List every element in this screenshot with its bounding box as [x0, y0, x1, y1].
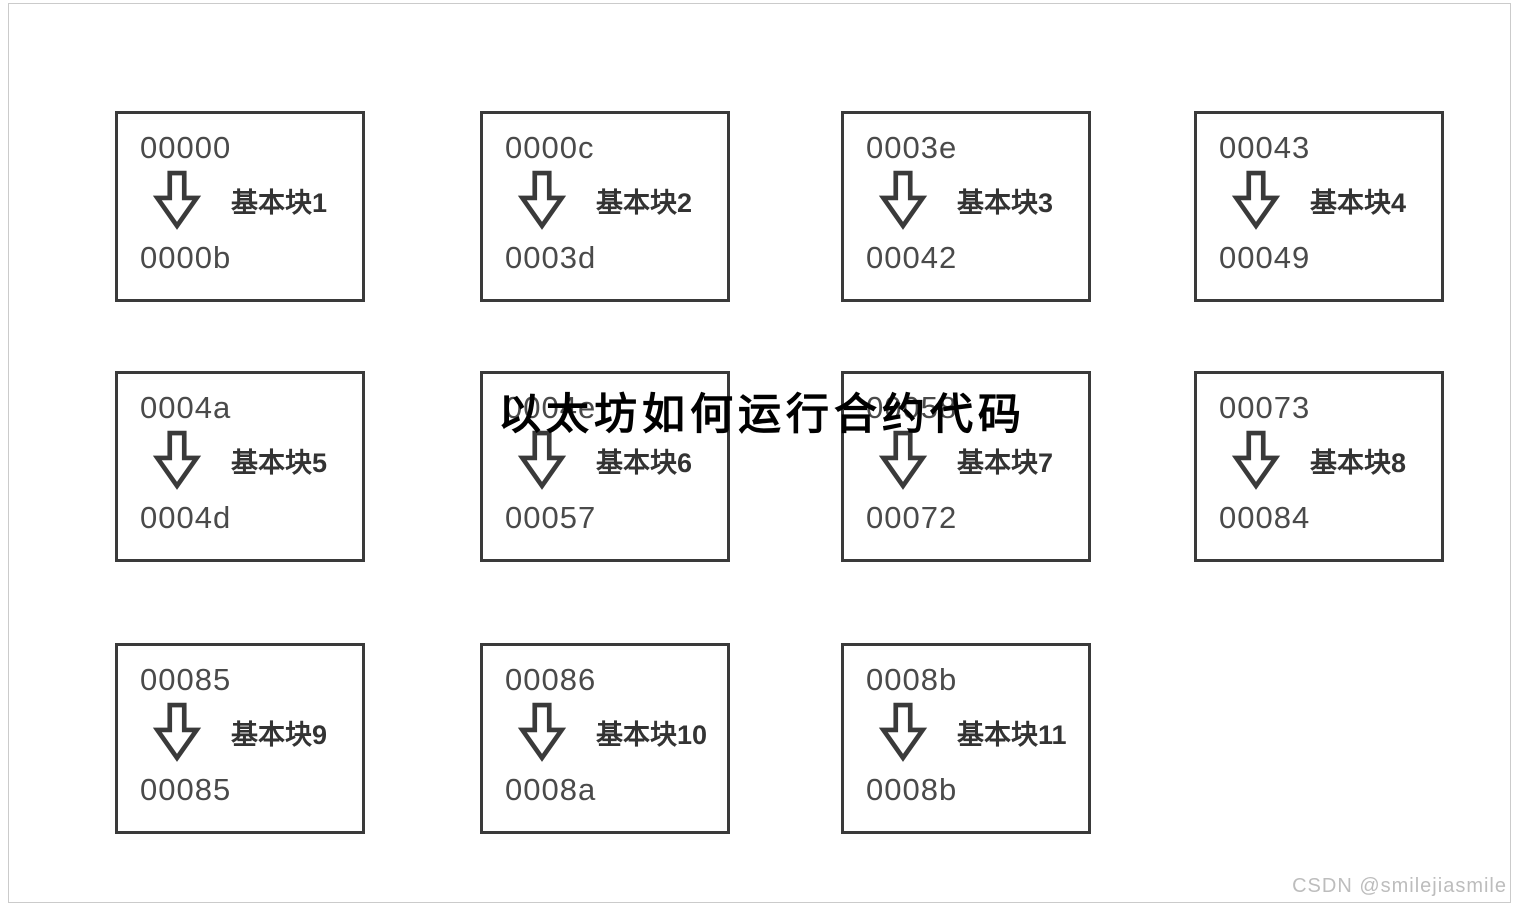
basic-block-3: 0003e 基本块3 00042 — [841, 111, 1091, 302]
down-arrow-icon — [1231, 170, 1281, 230]
block-end-address: 00072 — [866, 500, 958, 535]
block-start-address: 0004a — [140, 390, 232, 425]
block-end-address: 00049 — [1219, 240, 1311, 275]
block-label: 基本块1 — [231, 187, 328, 218]
block-label: 基本块7 — [957, 447, 1054, 478]
block-label: 基本块3 — [957, 187, 1054, 218]
block-end-address: 0003d — [505, 240, 597, 275]
block-end-address: 00057 — [505, 500, 597, 535]
block-start-address: 0008b — [866, 662, 958, 697]
block-label: 基本块9 — [231, 719, 328, 750]
block-end-address: 0008a — [505, 772, 597, 807]
basic-block-5: 0004a 基本块5 0004d — [115, 371, 365, 562]
basic-block-9: 00085 基本块9 00085 — [115, 643, 365, 834]
block-end-address: 00085 — [140, 772, 232, 807]
block-start-address: 0003e — [866, 130, 958, 165]
block-label: 基本块2 — [596, 187, 693, 218]
block-start-address: 0004e — [505, 390, 597, 425]
down-arrow-icon — [152, 170, 202, 230]
block-start-address: 00086 — [505, 662, 597, 697]
down-arrow-icon — [517, 702, 567, 762]
block-end-address: 0004d — [140, 500, 232, 535]
down-arrow-icon — [878, 702, 928, 762]
block-label: 基本块10 — [596, 719, 708, 750]
block-label: 基本块11 — [957, 719, 1067, 750]
basic-block-8: 00073 基本块8 00084 — [1194, 371, 1444, 562]
basic-block-6: 0004e 基本块6 00057 — [480, 371, 730, 562]
block-start-address: 00073 — [1219, 390, 1311, 425]
basic-block-10: 00086 基本块10 0008a — [480, 643, 730, 834]
down-arrow-icon — [152, 430, 202, 490]
down-arrow-icon — [517, 170, 567, 230]
block-end-address: 0000b — [140, 240, 232, 275]
down-arrow-icon — [152, 702, 202, 762]
basic-block-11: 0008b 基本块11 0008b — [841, 643, 1091, 834]
basic-block-1: 00000 基本块1 0000b — [115, 111, 365, 302]
block-start-address: 00043 — [1219, 130, 1311, 165]
block-start-address: 00058 — [866, 390, 958, 425]
block-start-address: 00085 — [140, 662, 232, 697]
block-end-address: 00084 — [1219, 500, 1311, 535]
down-arrow-icon — [1231, 430, 1281, 490]
block-start-address: 0000c — [505, 130, 595, 165]
down-arrow-icon — [878, 170, 928, 230]
block-end-address: 00042 — [866, 240, 958, 275]
basic-block-2: 0000c 基本块2 0003d — [480, 111, 730, 302]
basic-block-4: 00043 基本块4 00049 — [1194, 111, 1444, 302]
block-label: 基本块5 — [231, 447, 328, 478]
block-label: 基本块6 — [596, 447, 693, 478]
block-start-address: 00000 — [140, 130, 232, 165]
block-end-address: 0008b — [866, 772, 958, 807]
down-arrow-icon — [878, 430, 928, 490]
basic-block-7: 00058 基本块7 00072 — [841, 371, 1091, 562]
block-label: 基本块4 — [1310, 187, 1407, 218]
block-label: 基本块8 — [1310, 447, 1407, 478]
down-arrow-icon — [517, 430, 567, 490]
watermark: CSDN @smilejiasmile — [1292, 875, 1507, 897]
